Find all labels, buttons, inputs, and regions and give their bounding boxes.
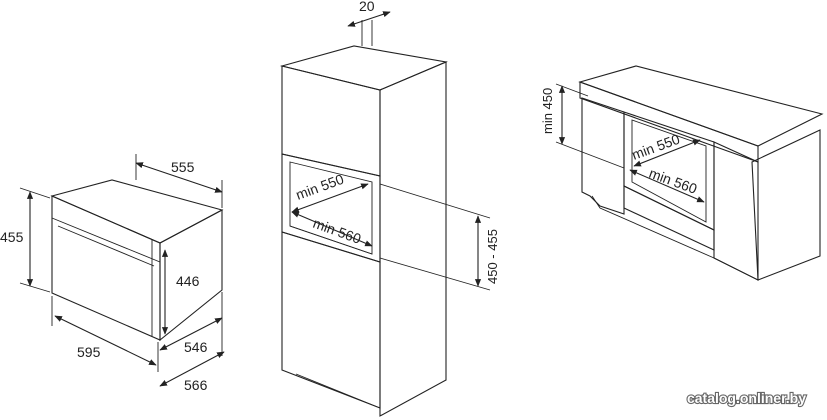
column-front-lower — [281, 231, 381, 409]
oven-front — [51, 195, 161, 341]
undercounter-height-ext-bottom — [555, 141, 625, 169]
column-width-line — [291, 211, 373, 247]
oven-handle — [57, 225, 155, 267]
undercounter-top — [578, 65, 824, 147]
oven-height-label: 455 — [0, 229, 24, 245]
oven-width-line — [54, 315, 157, 366]
undercounter-front-right — [713, 141, 759, 281]
oven-height-ext-top — [19, 187, 51, 199]
undercounter-width-label: min 560 — [647, 165, 699, 197]
oven-depth-inner-line — [159, 317, 223, 351]
oven-inner-height-label: 446 — [176, 273, 200, 289]
oven-depth-inner-label: 546 — [184, 339, 208, 355]
column-depth-label: min 550 — [294, 171, 346, 203]
undercounter-niche-back — [631, 119, 707, 223]
oven-depth-top-label: 555 — [171, 159, 195, 175]
oven-drawing: 455 555 446 595 546 566 — [0, 154, 225, 393]
column-gap-line — [347, 11, 391, 27]
oven-depth-total-label: 566 — [184, 377, 208, 393]
column-plinth — [295, 373, 381, 409]
column-cabinet: 20 min 550 min 560 450 - 455 — [279, 0, 500, 417]
undercounter-niche-bottom — [623, 185, 715, 251]
oven-height-ext-bottom — [19, 282, 51, 293]
undercounter-width-line — [629, 169, 705, 203]
oven-depth-top-line — [135, 162, 223, 193]
column-side — [379, 61, 447, 417]
undercounter-height-ext-top — [555, 83, 589, 97]
undercounter-depth-line — [633, 139, 701, 167]
oven-depth-total-line — [159, 351, 225, 387]
column-height-label: 450 - 455 — [485, 229, 500, 284]
column-height-ext-bottom — [379, 257, 491, 291]
column-front-upper — [281, 65, 381, 177]
watermark-text: catalog.onliner.by — [687, 390, 806, 406]
undercounter-plinth — [591, 195, 759, 281]
undercounter-height-label: min 450 — [540, 88, 555, 134]
undercounter-cabinet: min 450 min 550 min 560 — [540, 65, 824, 281]
column-height-ext-top — [379, 183, 491, 219]
undercounter-side — [751, 129, 821, 281]
undercounter-front-left — [581, 97, 625, 215]
column-gap-label: 20 — [359, 0, 375, 14]
column-niche — [281, 153, 381, 263]
column-depth-line — [291, 183, 369, 213]
oven-width-label: 595 — [77, 344, 101, 360]
column-top — [279, 45, 448, 91]
oven-control-strip — [51, 217, 161, 263]
